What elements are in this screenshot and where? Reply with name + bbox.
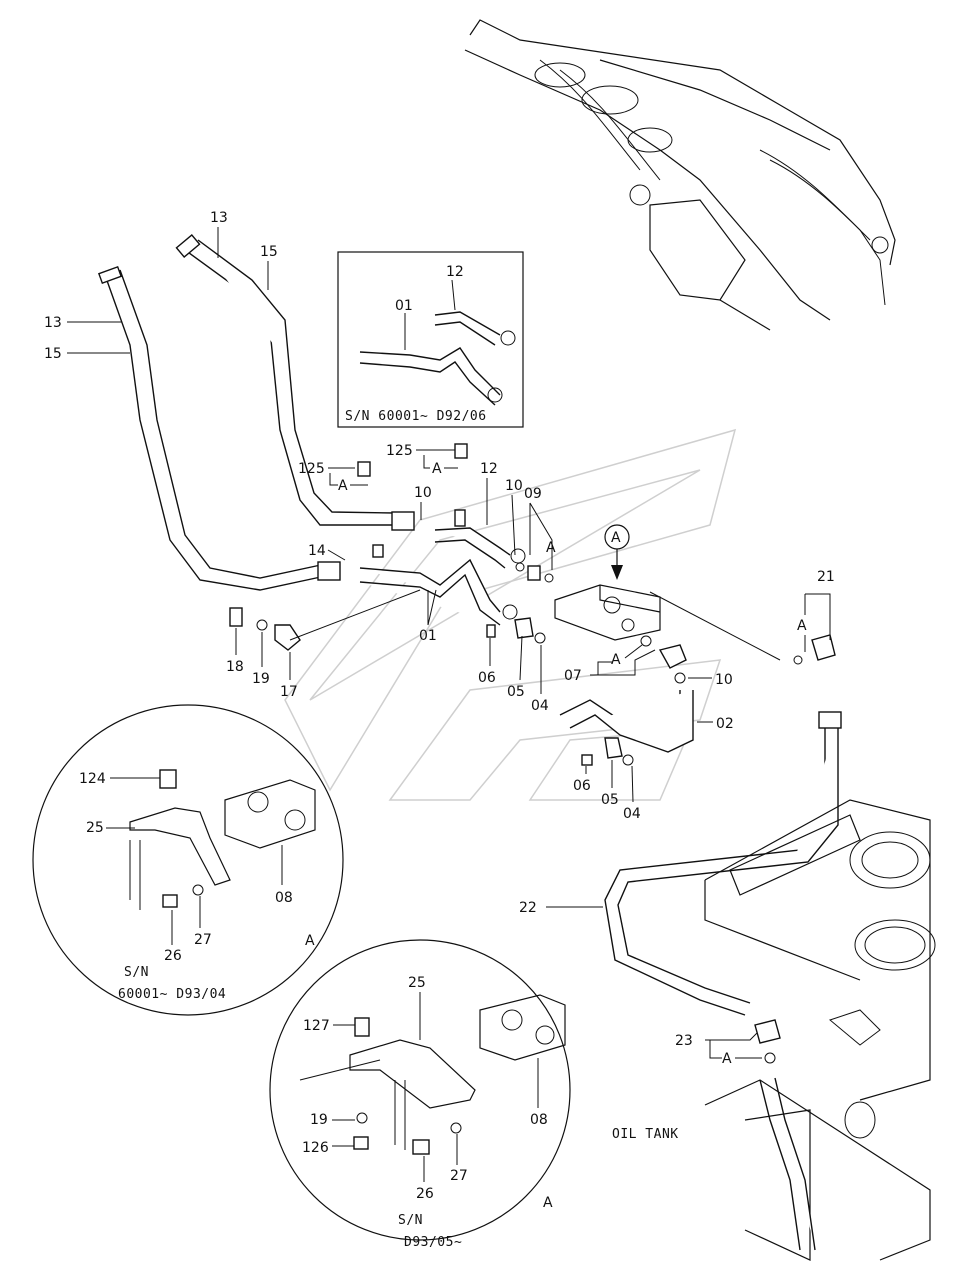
callout-05-a: 05: [507, 684, 525, 700]
hose-assembly-left: [97, 233, 415, 591]
a1-label-124: 124: [79, 771, 106, 787]
callout-01: 01: [419, 628, 437, 644]
callout-06-a: 06: [478, 670, 496, 686]
callout-06-b: 06: [573, 778, 591, 794]
callout-13-upper: 13: [210, 210, 228, 226]
a1-serial-line1: S/N: [124, 965, 149, 980]
inset-top: 12 01 S/N 60001~ D92/06: [337, 251, 524, 428]
callout-09: 09: [524, 486, 542, 502]
a1-label-26: 26: [164, 948, 182, 964]
callout-a-4: A: [611, 652, 621, 668]
callout-a-6: A: [722, 1051, 732, 1067]
valve-block: [554, 584, 781, 661]
a2-label-27: 27: [450, 1168, 468, 1184]
view-marker-letter: A: [611, 530, 621, 546]
inset-top-label-12: 12: [446, 264, 464, 280]
a2-label-126: 126: [302, 1140, 329, 1156]
pipe-group-main: [359, 509, 526, 626]
hose-22: [604, 711, 842, 1016]
callout-15-left: 15: [44, 346, 62, 362]
callout-22: 22: [519, 900, 537, 916]
fittings: [229, 562, 836, 766]
callout-a-3: A: [546, 540, 556, 556]
callout-125-right: 125: [386, 443, 413, 459]
callout-13-left: 13: [44, 315, 62, 331]
a2-label-26: 26: [416, 1186, 434, 1202]
oil-tank-illustration: [704, 799, 936, 1261]
callout-07: 07: [564, 668, 582, 684]
callout-17: 17: [280, 684, 298, 700]
callout-04-b: 04: [623, 806, 641, 822]
callout-10-c: 10: [715, 672, 733, 688]
callout-19: 19: [252, 671, 270, 687]
callout-125-left: 125: [298, 461, 325, 477]
a2-view-label: A: [543, 1195, 553, 1211]
callout-a-1: A: [338, 478, 348, 494]
watermark: [284, 428, 737, 801]
callout-05-b: 05: [601, 792, 619, 808]
a1-label-08: 08: [275, 890, 293, 906]
callout-02: 02: [716, 716, 734, 732]
a1-label-25: 25: [86, 820, 104, 836]
inset-top-caption: S/N 60001~ D92/06: [345, 409, 487, 424]
excavator-arm-illustration: [464, 19, 896, 331]
a1-label-27: 27: [194, 932, 212, 948]
inset-top-label-01: 01: [395, 298, 413, 314]
a2-label-19: 19: [310, 1112, 328, 1128]
a1-view-label: A: [305, 933, 315, 949]
callout-14: 14: [308, 543, 326, 559]
a2-serial-line1: S/N: [398, 1213, 423, 1228]
callout-10-b: 10: [505, 478, 523, 494]
a2-label-25: 25: [408, 975, 426, 991]
a1-serial-line2: 60001~ D93/04: [118, 987, 226, 1002]
inset-a1: 124 25 08 26 27 S/N 60001~ D93/04 A: [32, 704, 344, 1016]
callout-a-2: A: [432, 461, 442, 477]
pipe-02: [559, 690, 694, 753]
view-marker-a: A: [604, 524, 630, 580]
inset-a2: 25 127 19 126 26 27 08 S/N D93/05~ A: [269, 939, 571, 1250]
a2-label-127: 127: [303, 1018, 330, 1034]
callout-a-5: A: [797, 618, 807, 634]
callout-12: 12: [480, 461, 498, 477]
callout-18: 18: [226, 659, 244, 675]
callout-23: 23: [675, 1033, 693, 1049]
callout-10-a: 10: [414, 485, 432, 501]
a2-serial-line2: D93/05~: [404, 1235, 462, 1250]
a2-label-08: 08: [530, 1112, 548, 1128]
callout-15-upper: 15: [260, 244, 278, 260]
callout-21: 21: [817, 569, 835, 585]
callout-04-a: 04: [531, 698, 549, 714]
oil-tank-label: OIL TANK: [612, 1127, 679, 1142]
callouts: 13 15 13 15 125 A 125 A 12 10 10 09 A 14…: [44, 210, 835, 1067]
